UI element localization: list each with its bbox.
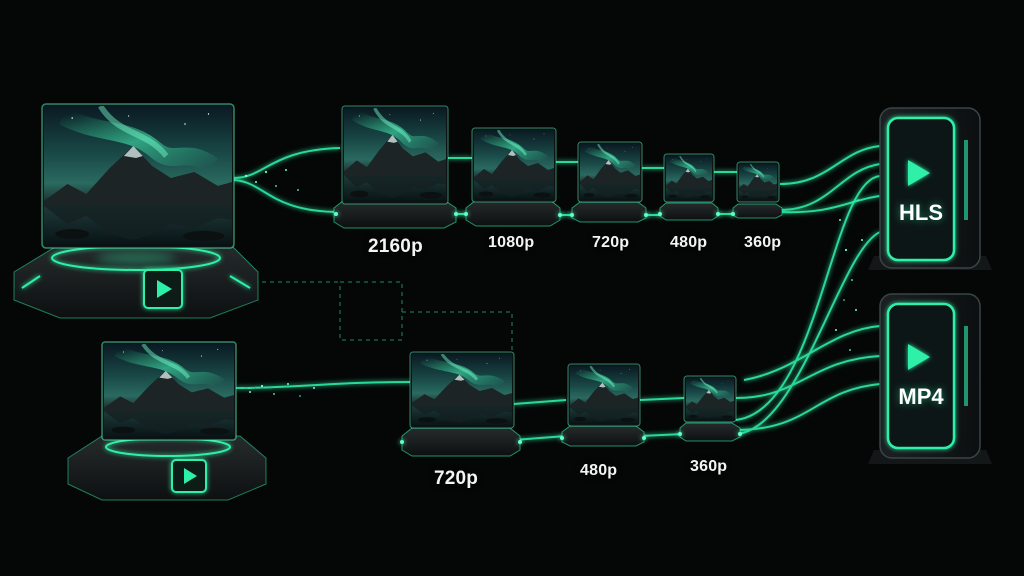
output-label-hls: HLS — [899, 200, 943, 225]
rendition-device-480p-bottom — [561, 363, 645, 447]
rendition-label-720p-top: 720p — [592, 234, 630, 251]
rendition-device-360p-bottom — [679, 375, 741, 442]
rendition-label-480p-bottom: 480p — [580, 462, 618, 479]
rendition-device-360p-top — [732, 161, 783, 219]
rendition-label-2160p: 2160p — [368, 236, 423, 257]
bottom-connections — [235, 175, 881, 441]
rendition-label-360p-bottom: 360p — [690, 458, 728, 475]
output-server-hls — [868, 107, 992, 270]
play-icon — [908, 344, 930, 370]
rendition-device-1080p-top — [465, 127, 561, 227]
rendition-device-480p-top — [659, 153, 719, 221]
source-device-top — [13, 103, 259, 319]
top-connections — [233, 145, 881, 216]
rendition-label-480p-top: 480p — [670, 234, 708, 251]
rendition-device-720p-bottom — [401, 351, 521, 457]
rendition-label-360p-top: 360p — [744, 234, 782, 251]
particle-streams — [244, 169, 863, 397]
rendition-device-2160p-top — [333, 105, 457, 229]
output-server-mp4 — [868, 293, 992, 464]
source-device-bottom — [67, 341, 267, 501]
rendition-device-720p-top — [571, 141, 647, 223]
rendition-label-1080p: 1080p — [488, 234, 535, 251]
play-icon — [908, 160, 930, 186]
connector-nodes — [334, 212, 742, 444]
output-label-mp4: MP4 — [898, 384, 944, 409]
rendition-label-720p-bottom: 720p — [434, 468, 479, 489]
